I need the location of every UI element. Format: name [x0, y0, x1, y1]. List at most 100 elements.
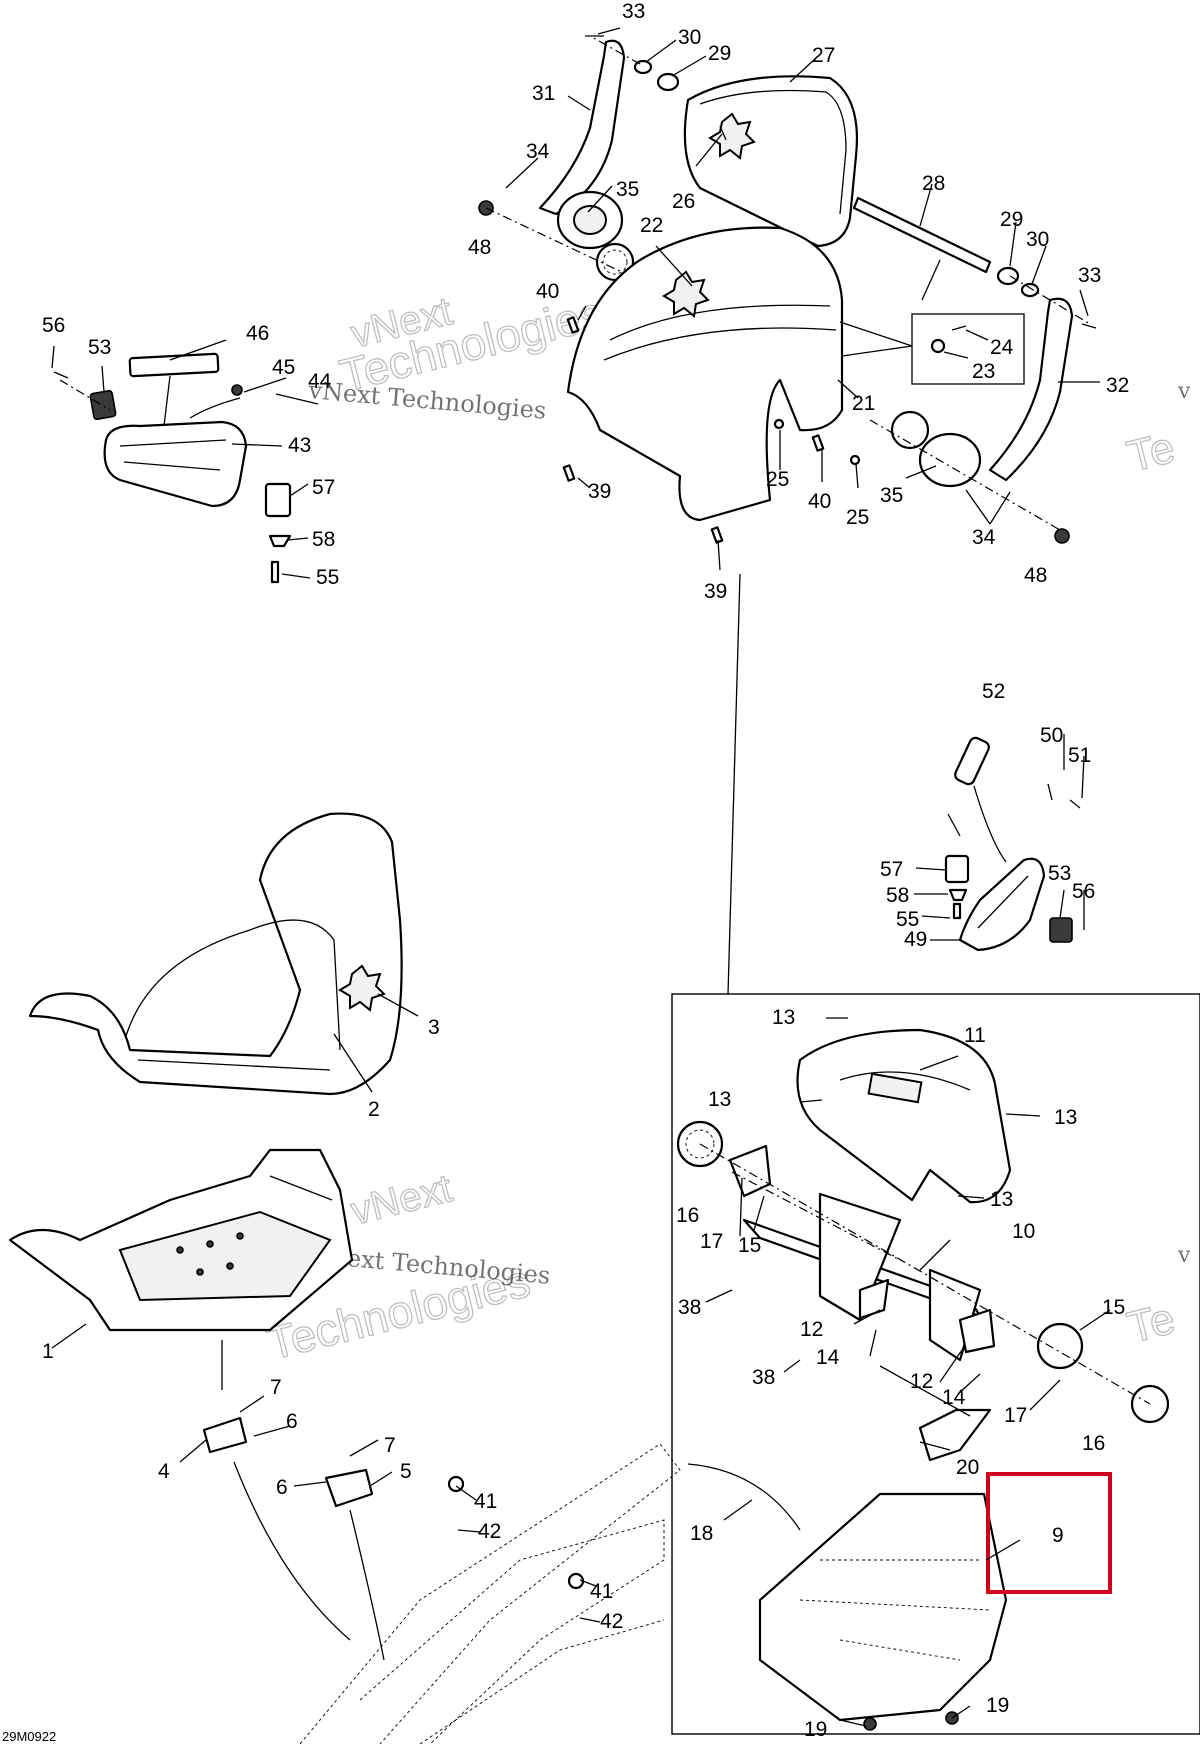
callout-44: 44 — [308, 370, 332, 393]
grab-handle-49 — [958, 857, 1046, 952]
storage-cover — [796, 1028, 1012, 1204]
bracket-57-right — [944, 854, 970, 884]
handle-arrow-curve — [189, 397, 241, 419]
callout-39-bottom: 39 — [704, 580, 727, 603]
bracket-4 — [202, 1416, 248, 1454]
detail-box-leaders — [839, 321, 913, 357]
callout-7-right: 7 — [384, 1434, 396, 1457]
washer-29-left — [656, 72, 680, 92]
watermark-edge-te-bottom: Te — [1123, 1294, 1180, 1353]
callout-55-right: 55 — [896, 908, 919, 931]
storage-cover-latch — [867, 1072, 923, 1104]
bumper-41-upper — [447, 1475, 465, 1493]
bushing-30-right — [1020, 282, 1040, 298]
seat-base-hole-4 — [196, 1268, 204, 1276]
watermark-edge-te-top: Te — [1123, 423, 1180, 482]
passenger-seat-seam-1 — [609, 304, 831, 341]
right-handle-assembly — [944, 736, 1081, 952]
connector-line — [727, 573, 741, 995]
nut-45 — [231, 384, 243, 396]
callout-58-right: 58 — [886, 884, 909, 907]
driver-seat-trim — [137, 1059, 331, 1071]
callout-42-upper: 42 — [478, 1520, 501, 1543]
storage-tub-ribs — [799, 1559, 991, 1661]
callout-6-left: 6 — [286, 1410, 298, 1433]
strap-20 — [918, 1408, 992, 1462]
callout-16-right: 16 — [1082, 1432, 1105, 1455]
passenger-seat-logo — [662, 270, 710, 318]
arrow-bracket-5-to-frame — [349, 1509, 385, 1661]
callout-18: 18 — [690, 1522, 713, 1545]
cap-53-left — [89, 389, 117, 421]
callout-24: 24 — [990, 336, 1014, 359]
grab-handle-49-detail — [977, 875, 1029, 929]
callout-38-upper: 38 — [678, 1296, 701, 1319]
vehicle-frame — [299, 1443, 681, 1744]
callout-34-left: 34 — [526, 140, 550, 163]
callout-58-left: 58 — [312, 528, 335, 551]
callout-13-top: 13 — [772, 1006, 795, 1029]
clip-58-left — [268, 534, 292, 548]
plate-15-right — [1036, 1322, 1084, 1370]
nut-48-right — [1054, 528, 1070, 544]
left-handle-assembly — [53, 352, 292, 584]
callout-17-right: 17 — [1004, 1404, 1027, 1427]
clip-58-right — [948, 888, 968, 902]
seat-base-hole-3 — [236, 1232, 244, 1240]
grab-handle-43 — [103, 420, 248, 508]
backrest-arm-right — [988, 297, 1074, 482]
hinge-10-arm-right — [928, 1268, 982, 1362]
storage-cover-detail — [839, 1071, 971, 1091]
pin-40-left — [566, 316, 580, 334]
callout-16-left: 16 — [676, 1204, 699, 1227]
backrest-seam — [699, 89, 847, 215]
passenger-seat-seam-2 — [603, 327, 837, 361]
callout-25-left: 25 — [766, 468, 789, 491]
assembly-line-c — [869, 419, 1061, 531]
driver-seat — [28, 812, 403, 1096]
seat-base-plate — [118, 1210, 332, 1302]
callout-51: 51 — [1068, 744, 1091, 767]
callout-12-right: 12 — [910, 1370, 933, 1393]
callout-5: 5 — [400, 1460, 412, 1483]
leader-lines — [51, 27, 1111, 1727]
callout-15-left: 15 — [738, 1234, 761, 1257]
bearing-left-teeth — [602, 249, 628, 275]
pin-55-left — [270, 560, 280, 584]
callout-57-right: 57 — [880, 858, 903, 881]
callout-49: 49 — [904, 928, 927, 951]
callout-25-right: 25 — [846, 506, 869, 529]
handle-arrow-right — [973, 785, 1007, 863]
driver-seat-cushion — [125, 919, 341, 1051]
hinge-10-arm-left — [818, 1192, 902, 1322]
callout-21: 21 — [852, 392, 875, 415]
driver-seat-logo — [338, 964, 386, 1012]
watermark-edge-v-bottom: v — [1177, 1243, 1191, 1268]
storage-assembly — [676, 1028, 1170, 1731]
pin-55-right — [952, 902, 962, 920]
callout-27: 27 — [812, 44, 835, 67]
pin-39-left — [562, 464, 576, 482]
hinge-35-left-hub — [573, 205, 607, 235]
detail-frame — [671, 993, 1200, 1735]
grip-52 — [954, 736, 990, 786]
plate-15-left — [728, 1144, 772, 1198]
callout-2: 2 — [368, 1098, 380, 1121]
callout-13-left: 13 — [708, 1088, 731, 1111]
callout-14-right: 14 — [942, 1386, 966, 1409]
callout-22: 22 — [640, 214, 663, 237]
callout-48-right: 48 — [1024, 564, 1047, 587]
bearing-right — [890, 410, 930, 450]
backrest-rod — [852, 196, 992, 274]
callout-11: 11 — [964, 1024, 986, 1047]
storage-tub — [758, 1492, 1008, 1722]
foot-19-left — [863, 1717, 877, 1731]
seat-base — [8, 1148, 385, 1661]
detail-box-23-24 — [911, 313, 1025, 385]
assembly-line-f — [699, 1143, 1151, 1405]
callout-41-lower: 41 — [590, 1580, 613, 1603]
bracket-12-right — [958, 1308, 996, 1354]
callout-30-left: 30 — [678, 26, 701, 49]
callout-10: 10 — [1012, 1220, 1035, 1243]
